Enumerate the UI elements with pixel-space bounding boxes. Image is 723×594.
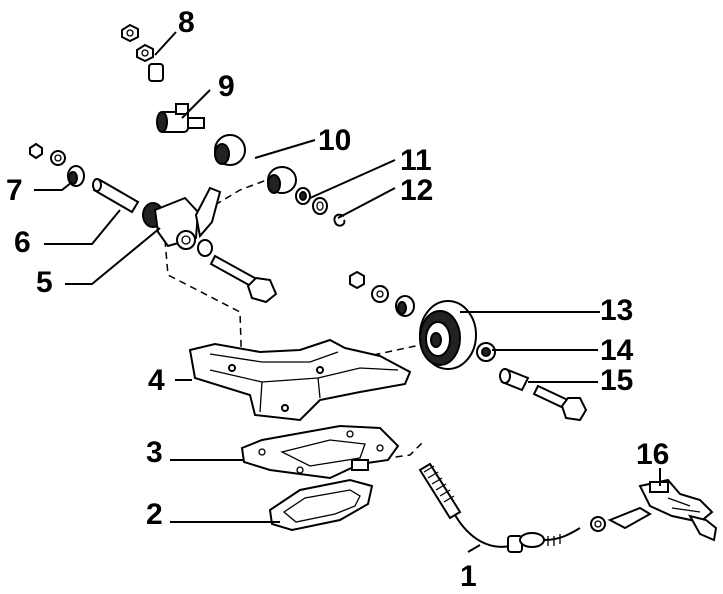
part-7-nuts (29, 142, 85, 187)
part-4-bracket (188, 338, 412, 422)
label-14: 14 (600, 334, 634, 367)
leader-lines (34, 31, 661, 553)
label-13: 13 (600, 294, 633, 327)
label-9: 9 (218, 70, 235, 103)
label-3: 3 (146, 436, 163, 469)
part-16-end-bracket (607, 478, 718, 542)
bolt-lower (532, 384, 588, 422)
label-11: 11 (400, 144, 432, 177)
label-5: 5 (36, 266, 53, 299)
label-2: 2 (146, 498, 163, 531)
part-14-bush (476, 342, 496, 362)
part-9-pin (156, 103, 205, 133)
part-13-pulley (349, 270, 477, 370)
part-5-lever (142, 186, 222, 257)
label-15: 15 (600, 364, 633, 397)
part-10-bushes (214, 134, 297, 194)
bolt-upper (209, 254, 278, 304)
part-15-spacer (499, 368, 530, 392)
part-number-labels: 8 9 10 11 12 7 6 5 4 13 14 15 3 2 1 16 (6, 6, 669, 593)
label-10: 10 (318, 124, 351, 157)
part-3-plate (240, 424, 400, 480)
part-11-washer (295, 187, 328, 215)
part-1-cable (418, 462, 606, 553)
label-1: 1 (460, 560, 477, 593)
part-12-clip (333, 213, 346, 227)
label-16: 16 (636, 438, 669, 471)
part-8-nuts (121, 23, 164, 82)
label-6: 6 (14, 226, 31, 259)
label-7: 7 (6, 174, 23, 207)
label-8: 8 (178, 6, 195, 39)
label-12: 12 (400, 174, 433, 207)
label-4: 4 (148, 364, 165, 397)
part-2-seal (268, 478, 374, 532)
part-6-shaft (92, 178, 140, 214)
